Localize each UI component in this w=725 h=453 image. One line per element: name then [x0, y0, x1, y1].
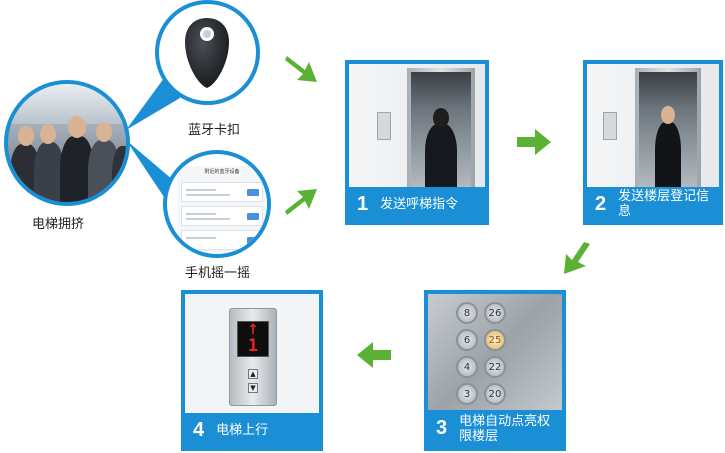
floor-display: ↑ 1 [237, 321, 269, 357]
step-1-panel: 1 发送呼梯指令 [345, 60, 489, 225]
arrow-down-right [283, 50, 323, 86]
up-arrow-icon: ↑ [247, 322, 259, 338]
floor-button-3[interactable]: 3 [456, 383, 478, 405]
phone-caption: 手机摇一摇 [185, 266, 251, 281]
step-4-number: 4 [193, 418, 205, 441]
hall-down-button[interactable]: ▼ [248, 383, 258, 393]
phone-screen-image: 附近的蓝牙设备 [163, 150, 271, 258]
floor-number: 1 [247, 336, 259, 356]
step-4-panel: ↑ 1 ▲ ▼ 4 电梯上行 [181, 290, 323, 451]
phone-screen-title: 附近的蓝牙设备 [204, 169, 240, 175]
step-3-panel: 8 26 6 25 4 22 3 20 3 电梯自动点亮权限楼层 [424, 290, 566, 451]
arrow-left [355, 340, 393, 370]
arrow-right-1 [515, 127, 553, 157]
floor-button-25[interactable]: 25 [484, 329, 506, 351]
floor-button-26[interactable]: 26 [484, 302, 506, 324]
arrow-down-left [560, 240, 594, 278]
hall-up-button[interactable]: ▲ [248, 369, 258, 379]
step-2-label: 发送楼层登记信息 [618, 189, 710, 219]
step-1-number: 1 [357, 192, 369, 215]
step-3-label: 电梯自动点亮权限楼层 [459, 413, 551, 444]
bluetooth-fob-icon [185, 18, 229, 88]
step-2-panel: 2 发送楼层登记信息 [583, 60, 723, 225]
step-1-label: 发送呼梯指令 [380, 196, 459, 212]
step-3-number: 3 [436, 417, 448, 439]
step-2-number: 2 [595, 192, 607, 215]
hall-indicator: ↑ 1 ▲ ▼ [229, 308, 277, 406]
floor-button-6[interactable]: 6 [456, 329, 478, 351]
step-4-label: 电梯上行 [216, 422, 269, 438]
bluetooth-fob-image [155, 0, 260, 105]
floor-button-4[interactable]: 4 [456, 356, 478, 378]
fob-caption: 蓝牙卡扣 [188, 123, 241, 138]
floor-button-20[interactable]: 20 [484, 383, 506, 405]
arrow-up-right [283, 185, 323, 221]
floor-button-8[interactable]: 8 [456, 302, 478, 324]
floor-button-22[interactable]: 22 [484, 356, 506, 378]
crowd-photo [4, 80, 130, 206]
floor-button-grid: 8 26 6 25 4 22 3 20 [456, 302, 512, 414]
crowd-caption: 电梯拥挤 [32, 217, 85, 232]
